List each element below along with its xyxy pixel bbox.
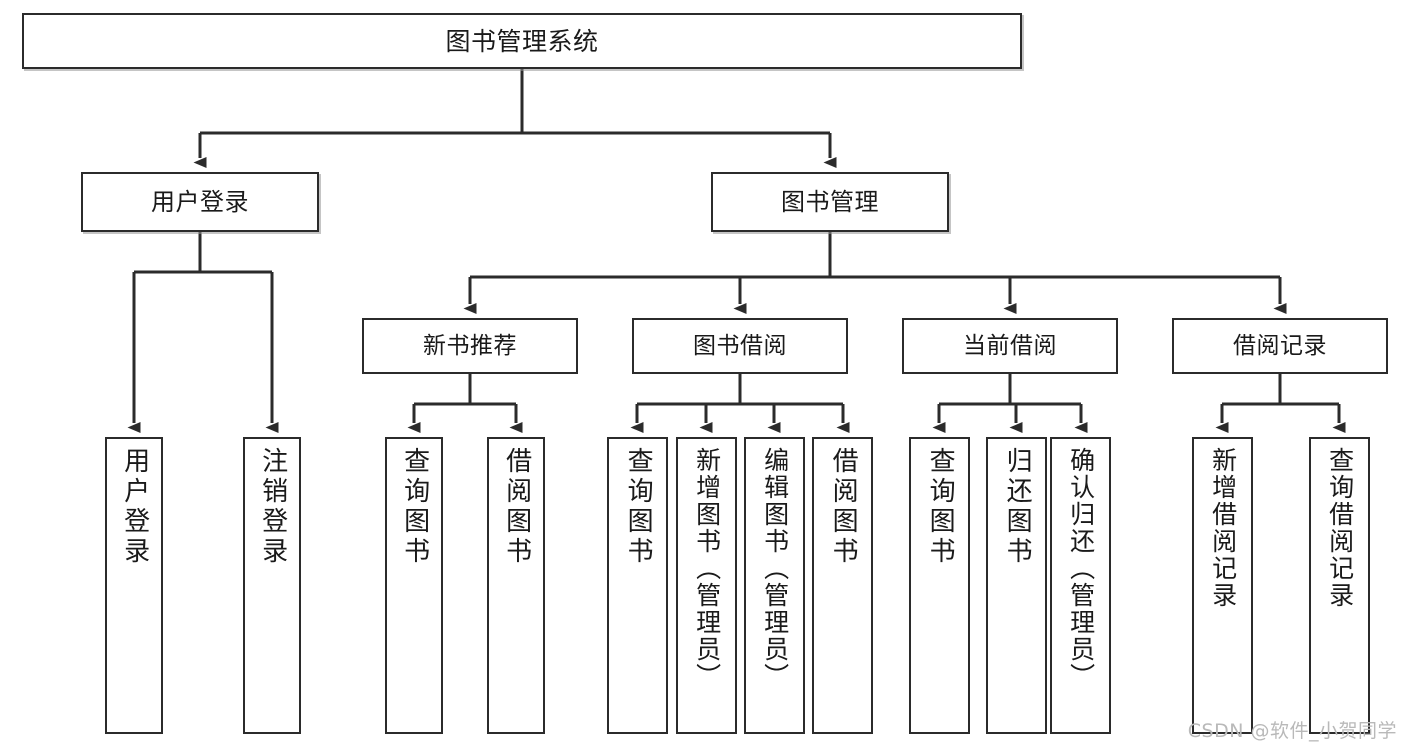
node-leaf-label: 归还图书 xyxy=(1002,447,1033,567)
node-leaf-add-borrow-record[interactable]: 新增借阅记录 xyxy=(1192,437,1253,734)
node-new-book-recommendation[interactable]: 新书推荐 xyxy=(362,318,578,374)
node-leaf-label: 借阅图书 xyxy=(501,447,532,567)
node-leaf-label: 注销登录 xyxy=(257,447,288,567)
node-root-label: 图书管理系统 xyxy=(445,26,599,56)
node-leaf-query-books-borrowing[interactable]: 查询图书 xyxy=(607,437,668,734)
node-leaf-user-login[interactable]: 用户登录 xyxy=(105,437,163,734)
node-new-book-recommendation-label: 新书推荐 xyxy=(423,332,517,359)
node-leaf-borrow-books-recommend[interactable]: 借阅图书 xyxy=(487,437,545,734)
node-leaf-label: 借阅图书 xyxy=(828,447,859,567)
node-leaf-return-books[interactable]: 归还图书 xyxy=(986,437,1047,734)
node-root-system[interactable]: 图书管理系统 xyxy=(22,13,1022,69)
node-current-borrowing-label: 当前借阅 xyxy=(963,332,1057,359)
node-user-login-label: 用户登录 xyxy=(151,188,249,216)
node-leaf-label: 查询图书 xyxy=(623,447,654,567)
node-leaf-logout[interactable]: 注销登录 xyxy=(243,437,301,734)
node-current-borrowing[interactable]: 当前借阅 xyxy=(902,318,1118,374)
node-leaf-label: 查询借阅记录 xyxy=(1325,447,1355,609)
node-user-login[interactable]: 用户登录 xyxy=(81,172,319,232)
node-leaf-query-borrow-record[interactable]: 查询借阅记录 xyxy=(1309,437,1370,734)
node-leaf-label: 确认归还（管理员） xyxy=(1066,447,1096,690)
node-leaf-label: 新增图书（管理员） xyxy=(692,447,722,690)
node-book-borrowing-label: 图书借阅 xyxy=(693,332,787,359)
node-borrow-records[interactable]: 借阅记录 xyxy=(1172,318,1388,374)
node-leaf-label: 查询图书 xyxy=(925,447,956,567)
node-leaf-query-books-recommend[interactable]: 查询图书 xyxy=(385,437,443,734)
node-leaf-confirm-return-admin[interactable]: 确认归还（管理员） xyxy=(1050,437,1111,734)
node-leaf-label: 编辑图书（管理员） xyxy=(760,447,790,690)
node-leaf-add-book-admin[interactable]: 新增图书（管理员） xyxy=(676,437,737,734)
node-leaf-borrow-books[interactable]: 借阅图书 xyxy=(812,437,873,734)
node-leaf-label: 查询图书 xyxy=(399,447,430,567)
node-leaf-label: 用户登录 xyxy=(119,447,150,567)
node-leaf-edit-book-admin[interactable]: 编辑图书（管理员） xyxy=(744,437,805,734)
node-leaf-query-books-current[interactable]: 查询图书 xyxy=(909,437,970,734)
node-leaf-label: 新增借阅记录 xyxy=(1208,447,1238,609)
node-book-borrowing[interactable]: 图书借阅 xyxy=(632,318,848,374)
node-book-management[interactable]: 图书管理 xyxy=(711,172,949,232)
node-book-management-label: 图书管理 xyxy=(781,188,879,216)
csdn-watermark: CSDN @软件_小贺同学 xyxy=(1187,720,1397,742)
node-borrow-records-label: 借阅记录 xyxy=(1233,332,1327,359)
